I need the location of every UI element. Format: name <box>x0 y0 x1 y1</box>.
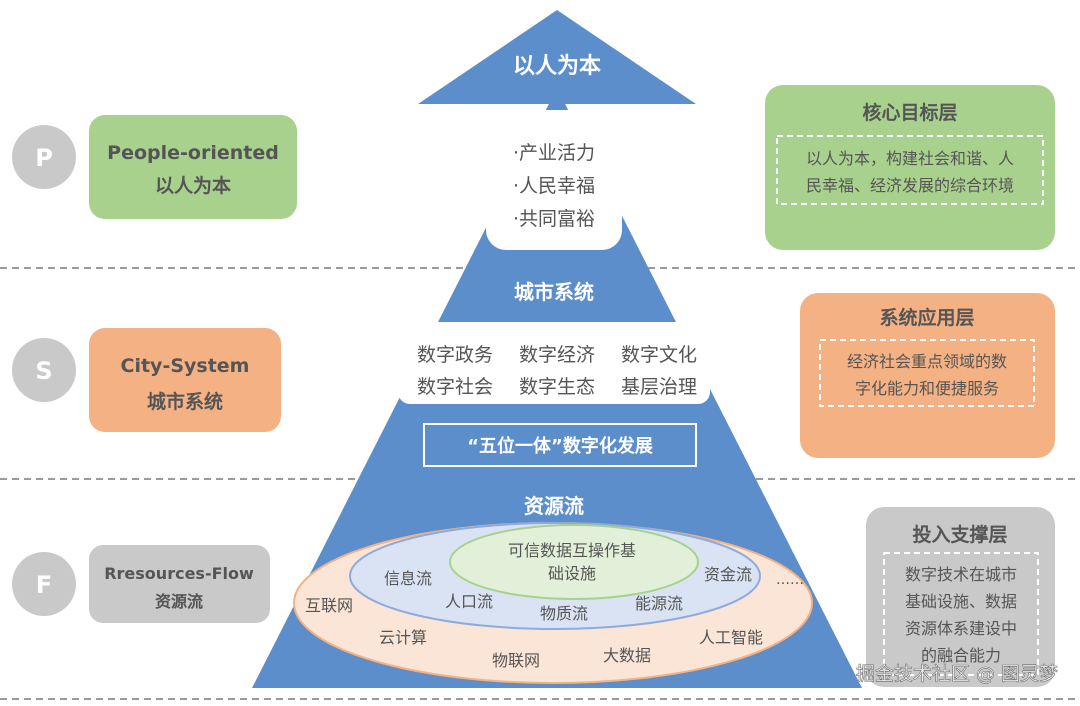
five-in-one-label: “五位一体”数字化发展 <box>467 435 654 457</box>
system-app-text: 经济社会重点领域的数 <box>847 352 1007 371</box>
flow-label: 物质流 <box>540 604 588 623</box>
ellipsis-label: …… <box>776 572 804 588</box>
five-in-one-box <box>423 423 697 467</box>
letter-circle-p <box>12 125 76 189</box>
system-box <box>398 322 710 404</box>
arrow-title: 以人为本 <box>513 54 601 79</box>
system-item: 数字生态 <box>519 376 595 398</box>
input-support-text: 资源体系建设中 <box>905 619 1017 638</box>
input-support-text: 基础设施、数据 <box>905 592 1017 611</box>
system-app-title: 系统应用层 <box>879 306 974 329</box>
resource-title: 资源流 <box>524 494 584 518</box>
letter-circle-f <box>12 552 76 616</box>
core-goal-dashed <box>776 135 1044 205</box>
label-box-resources <box>89 545 270 623</box>
system-app-box <box>800 293 1055 458</box>
input-support-text: 的融合能力 <box>921 646 1001 665</box>
tech-label: 云计算 <box>379 628 427 647</box>
watermark: 掘金技术社区 @ 图灵梦 <box>856 663 1058 685</box>
system-title: 城市系统 <box>514 280 594 304</box>
tech-label: 人工智能 <box>699 628 763 647</box>
core-goal-box <box>765 85 1055 250</box>
core-goal-text: 以人为本，构建社会和谐、人 <box>806 149 1014 168</box>
input-support-title: 投入支撑层 <box>912 523 1007 546</box>
flow-label: 人口流 <box>445 592 493 611</box>
flow-label: 能源流 <box>635 594 683 613</box>
label-zh-city: 城市系统 <box>147 390 223 413</box>
label-zh-people: 以人为本 <box>155 174 231 197</box>
system-item: 基层治理 <box>621 376 697 398</box>
label-box-city <box>89 328 281 432</box>
flow-label: 信息流 <box>384 569 432 588</box>
goals-box <box>486 110 622 250</box>
label-box-people <box>89 115 297 219</box>
core-label: 础设施 <box>548 564 596 583</box>
system-item: 数字文化 <box>621 344 697 366</box>
label-en-people: People-oriented <box>107 142 279 164</box>
tech-label: 大数据 <box>603 646 651 665</box>
label-en-resources: Rresources-Flow <box>104 564 254 583</box>
goal-item: ·产业活力 <box>513 142 595 164</box>
goal-item: ·人民幸福 <box>513 175 595 197</box>
letter-f: F <box>36 571 52 599</box>
label-en-city: City-System <box>121 355 250 377</box>
core-label: 可信数据互操作基 <box>508 541 636 560</box>
core-goal-title: 核心目标层 <box>862 101 957 124</box>
tech-label: 物联网 <box>492 651 540 670</box>
flow-label: 资金流 <box>704 565 752 584</box>
input-support-dashed <box>883 552 1039 676</box>
system-item: 数字社会 <box>417 376 493 398</box>
arrow-head <box>418 10 696 104</box>
system-item: 数字经济 <box>519 344 595 366</box>
letter-circle-s <box>12 338 76 402</box>
goal-item: ·共同富裕 <box>513 208 595 230</box>
core-goal-text: 民幸福、经济发展的综合环境 <box>806 176 1014 195</box>
tech-label: 互联网 <box>305 596 353 615</box>
letter-s: S <box>35 357 52 385</box>
letter-p: P <box>35 144 53 172</box>
system-app-text: 字化能力和便捷服务 <box>855 379 999 398</box>
system-item: 数字政务 <box>417 344 493 366</box>
label-zh-resources: 资源流 <box>155 592 203 611</box>
core-ellipse <box>449 524 699 600</box>
input-support-text: 数字技术在城市 <box>905 565 1017 584</box>
